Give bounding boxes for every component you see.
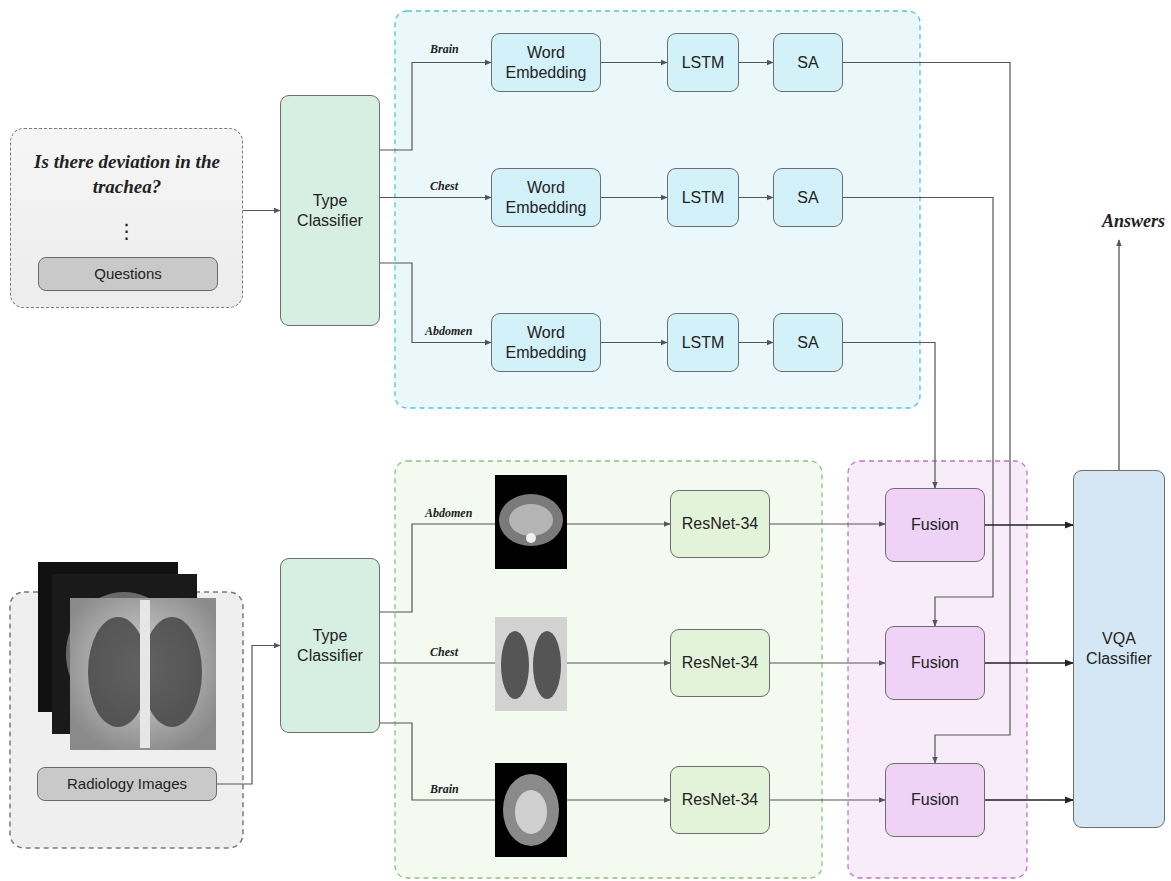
flow-arrow	[739, 197, 773, 198]
flow-arrow	[601, 62, 667, 63]
box-label: SA	[797, 53, 818, 73]
attention-box: SA	[773, 168, 843, 227]
box-label: SA	[797, 188, 818, 208]
box-label: LSTM	[682, 188, 725, 208]
type-classifier: Type Classifier	[280, 558, 380, 733]
box-label: SA	[797, 333, 818, 353]
fusion-box: Fusion	[885, 488, 985, 562]
box-label: LSTM	[682, 333, 725, 353]
mri-image	[495, 763, 567, 857]
box-label: Fusion	[911, 515, 959, 535]
fusion-box: Fusion	[885, 763, 985, 837]
box-label: VQA Classifier	[1078, 629, 1160, 669]
output-label: Answers	[1102, 210, 1165, 232]
embedding-box: Word Embedding	[491, 33, 601, 92]
flow-arrow	[985, 524, 1073, 526]
box-label: ResNet-34	[682, 790, 758, 810]
flow-arrow	[770, 662, 885, 663]
flow-arrow	[380, 63, 491, 151]
flow-arrow	[985, 799, 1073, 801]
flow-arrow	[843, 198, 993, 627]
flow-arrow	[739, 342, 773, 343]
box-label: Radiology Images	[67, 774, 187, 794]
flow-arrow	[770, 523, 885, 524]
xray-image	[70, 598, 216, 750]
branch-label: Abdomen	[425, 506, 472, 520]
vqa-classifier: VQA Classifier	[1073, 470, 1165, 828]
flow-arrow	[770, 799, 885, 800]
question-text: Is there deviation in the trachea?	[23, 149, 231, 199]
embedding-box: Word Embedding	[491, 168, 601, 227]
resnet-box: ResNet-34	[670, 766, 770, 834]
attention-box: SA	[773, 313, 843, 372]
branch-label: Brain	[430, 782, 459, 796]
box-label: Fusion	[911, 790, 959, 810]
branch-label: Chest	[430, 179, 458, 193]
type-classifier: Type Classifier	[280, 95, 380, 326]
box-label: ResNet-34	[682, 514, 758, 534]
xray-image	[495, 617, 567, 711]
flow-arrow	[843, 63, 1010, 764]
lstm-box: LSTM	[667, 313, 739, 372]
mri-brain	[515, 790, 547, 834]
xray-spine	[140, 600, 150, 748]
questions-box: Questions	[38, 257, 218, 291]
flow-arrow	[843, 343, 935, 489]
chest-thumbnail	[495, 617, 567, 711]
box-label: Questions	[94, 264, 162, 284]
flow-arrow	[601, 197, 667, 198]
branch-label: Abdomen	[425, 324, 472, 338]
box-label: Word Embedding	[496, 178, 596, 218]
embedding-box: Word Embedding	[491, 313, 601, 372]
flow-arrow	[985, 662, 1073, 664]
lstm-box: LSTM	[667, 33, 739, 92]
resnet-box: ResNet-34	[670, 629, 770, 697]
flow-arrow	[380, 263, 491, 343]
ct-spine	[526, 533, 536, 543]
ct-body	[499, 494, 563, 546]
box-label: Word Embedding	[496, 43, 596, 83]
branch-label: Brain	[430, 42, 459, 56]
abdomen-thumbnail	[495, 475, 567, 569]
ct-image	[495, 475, 567, 569]
text-region	[395, 11, 920, 408]
box-label: Fusion	[911, 653, 959, 673]
ct-organ	[509, 504, 553, 536]
answer-arrow	[1118, 240, 1119, 470]
flow-arrow	[380, 197, 491, 198]
lstm-box: LSTM	[667, 168, 739, 227]
question-group: Is there deviation in the trachea? ⋮ Quest…	[10, 128, 243, 308]
xray-lung	[501, 631, 529, 699]
images-box: Radiology Images	[37, 767, 217, 801]
mri-brain	[503, 774, 559, 846]
flow-arrow	[601, 342, 667, 343]
box-label: Word Embedding	[496, 323, 596, 363]
box-label: Type Classifier	[285, 626, 375, 666]
xray-lung	[88, 617, 148, 727]
ellipsis-mark: ⋮	[11, 219, 242, 243]
flow-arrow	[217, 646, 280, 785]
branch-label: Chest	[430, 645, 458, 659]
box-label: LSTM	[682, 53, 725, 73]
flow-arrow	[739, 62, 773, 63]
radiology-stack	[38, 562, 216, 750]
box-label: ResNet-34	[682, 653, 758, 673]
xray-lung	[142, 617, 202, 727]
brain-thumbnail	[495, 763, 567, 857]
fusion-box: Fusion	[885, 626, 985, 700]
resnet-box: ResNet-34	[670, 490, 770, 558]
flow-arrow	[243, 210, 280, 211]
box-label: Type Classifier	[285, 191, 375, 231]
attention-box: SA	[773, 33, 843, 92]
xray-lung	[533, 631, 561, 699]
